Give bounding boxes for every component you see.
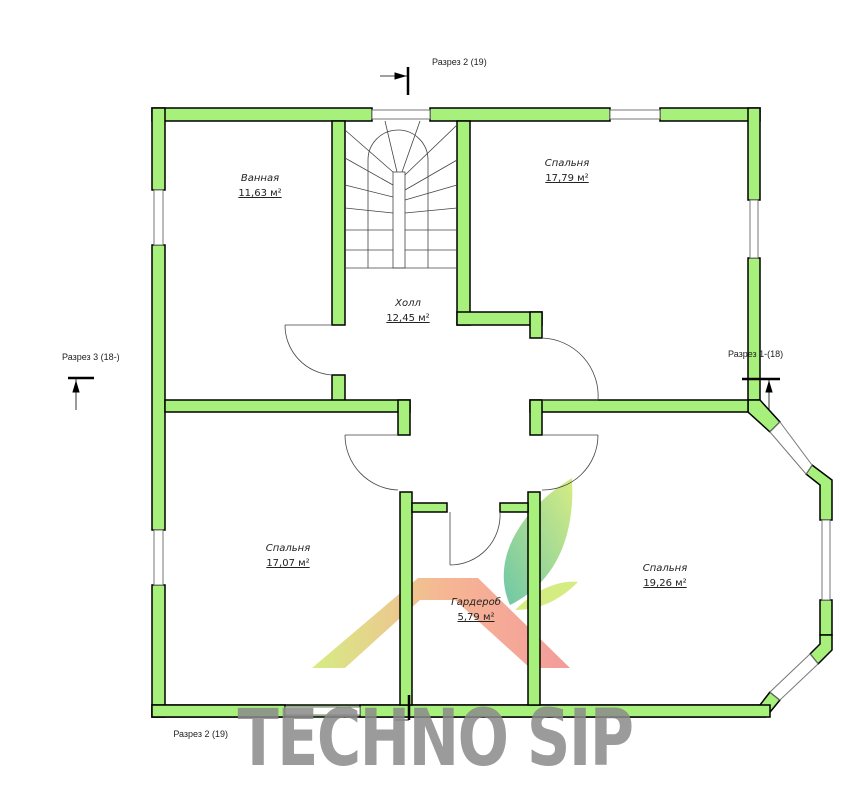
room-холл: Холл 12,45 м² [386,298,429,324]
section-label-right: Разрез 1-(18) [728,349,783,359]
section-markers [68,67,780,721]
outer-walls [151,107,833,718]
interior-walls [164,120,749,706]
room-area: 5,79 м² [458,612,495,623]
room-name: Холл [394,298,421,309]
section-label-bottom: Разрез 2 (19) [173,729,228,739]
room-bedroom-sw: Спальня 17,07 м² [266,543,311,569]
staircase [344,120,458,269]
room-name: Ванная [241,173,279,184]
room-name: Спальня [545,158,590,169]
room-ванная: Ванная 11,63 м² [238,173,281,199]
section-label-left: Разрез 3 (18-) [62,352,120,362]
section-label-top: Разрез 2 (19) [432,57,487,67]
room-area: 19,26 м² [643,578,686,589]
room-bedroom-se: Спальня 19,26 м² [643,563,688,589]
doors [284,324,599,566]
room-name: Спальня [643,563,688,574]
room-bedroom-ne: Спальня 17,79 м² [545,158,590,184]
watermark-text: TECHNO SIP [238,694,633,784]
room-area: 17,07 м² [266,558,309,569]
windows [153,109,831,716]
room-area: 17,79 м² [545,173,588,184]
room-area: 11,63 м² [238,188,281,199]
room-area: 12,45 м² [386,313,429,324]
room-гардероб: Гардероб 5,79 м² [451,596,501,623]
room-name: Спальня [266,543,311,554]
room-name: Гардероб [451,596,501,608]
